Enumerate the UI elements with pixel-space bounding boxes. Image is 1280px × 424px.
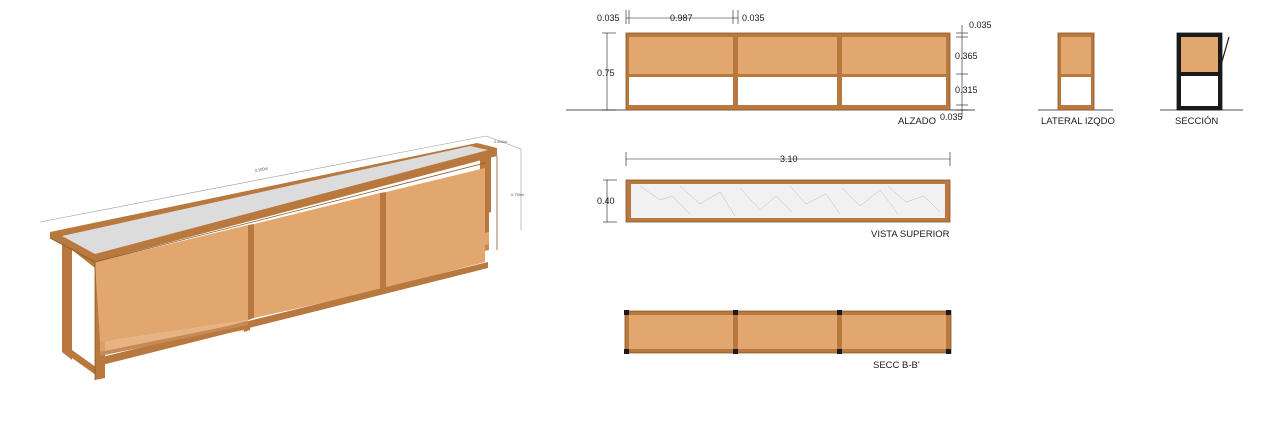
top-view-length-dim: 3.10 xyxy=(780,154,798,164)
section-right-leg xyxy=(1218,33,1222,110)
height-dim-text: 0.750m xyxy=(511,192,525,197)
elevation-view: 0.035 0.987 0.035 0.75 0.035 0.365 0.315… xyxy=(566,10,992,127)
lower-front-rail xyxy=(98,262,488,366)
elevation-drawer-2 xyxy=(738,37,837,74)
section-top-board xyxy=(1177,33,1222,37)
side-view: LATERAL IZQDO xyxy=(1038,32,1115,127)
dim-bottom-board: 0.035 xyxy=(940,112,963,122)
depth-dim-text: 0.400m xyxy=(494,139,508,144)
top-view-caption: VISTA SUPERIOR xyxy=(871,229,950,240)
section-open-flap xyxy=(1218,36,1230,73)
elevation-opening-3 xyxy=(842,77,946,105)
lower-shelf-edge xyxy=(100,322,248,356)
top-view-depth-dim: 0.40 xyxy=(597,196,615,206)
left-bottom-rail xyxy=(72,350,100,378)
section-bb-caption: SECC B-B' xyxy=(873,360,920,371)
lower-rail-joint xyxy=(244,324,250,332)
dim-module-width: 0.987 xyxy=(670,13,693,23)
top-view-dims xyxy=(603,152,951,223)
dim-leg-left: 0.035 xyxy=(597,13,620,23)
marble-veins xyxy=(639,185,941,217)
section-bb-legs xyxy=(624,310,951,354)
front-left-edge xyxy=(49,237,96,380)
section-bb-module-1 xyxy=(629,315,733,349)
section-bb-view: SECC B-B' xyxy=(624,310,952,371)
drawer-front-2 xyxy=(254,193,380,318)
elevation-drawer-3 xyxy=(842,37,946,74)
section-bb-module-2 xyxy=(738,315,837,349)
perspective-dimension-lines xyxy=(39,135,522,230)
section-caption: SECCIÓN xyxy=(1175,116,1218,127)
elevation-opening-1 xyxy=(629,77,733,105)
perspective-outlines xyxy=(49,156,498,380)
front-rail-2 xyxy=(380,192,386,290)
top-view: 3.10 0.40 VISTA SUPERIOR xyxy=(597,152,951,240)
left-back-leg xyxy=(62,232,72,360)
elevation-caption: ALZADO xyxy=(898,116,936,127)
elevation-height-dim xyxy=(602,32,616,111)
elevation-top-dims xyxy=(625,10,739,24)
front-rail-1 xyxy=(248,224,254,320)
drawer-front-3 xyxy=(386,168,485,288)
top-front-edge xyxy=(94,162,486,263)
dim-total-height: 0.75 xyxy=(597,68,615,78)
side-caption: LATERAL IZQDO xyxy=(1041,116,1115,127)
elevation-drawer-1 xyxy=(629,37,733,74)
perspective-view: 3.100m 0.400m 0.750m xyxy=(39,135,525,380)
dim-lower-height: 0.315 xyxy=(955,85,978,95)
drawer-front-1 xyxy=(95,225,248,342)
section-drawer xyxy=(1181,37,1218,74)
section-view: SECCIÓN xyxy=(1160,32,1243,127)
section-left-leg xyxy=(1177,33,1181,110)
dim-top-board: 0.035 xyxy=(969,20,992,30)
elevation-opening-2 xyxy=(738,77,837,105)
side-opening xyxy=(1061,77,1091,105)
elevation-right-dims xyxy=(956,25,968,118)
side-drawer xyxy=(1061,37,1091,74)
top-view-marble xyxy=(631,184,945,218)
marble-top xyxy=(62,146,488,254)
length-dim-line xyxy=(39,135,487,223)
dim-leg-mid: 0.035 xyxy=(742,13,765,23)
section-bb-module-3 xyxy=(842,315,946,349)
section-drawer-base xyxy=(1177,72,1222,76)
depth-dim-line xyxy=(485,135,522,150)
section-bottom-board xyxy=(1177,106,1222,110)
dim-drawer-height: 0.365 xyxy=(955,51,978,61)
length-dim-text: 3.100m xyxy=(254,165,269,173)
lower-open-front-1 xyxy=(100,320,248,352)
